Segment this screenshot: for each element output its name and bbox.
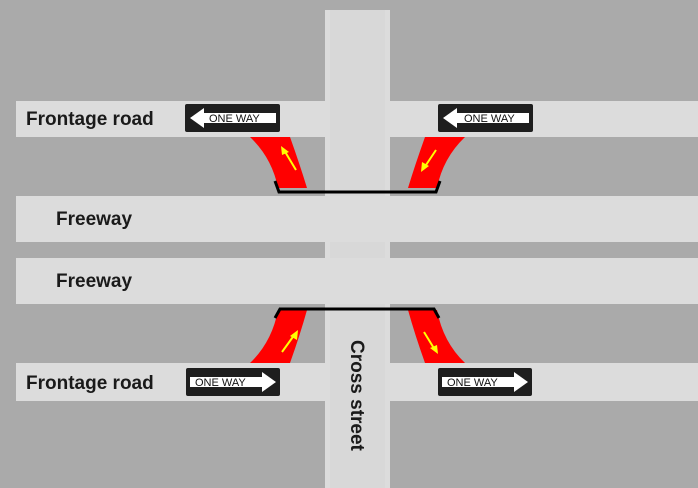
freeway-upper [16,196,698,242]
bridge-edge-bottom [273,307,441,319]
ramp-direction-arrow-icon [281,146,297,171]
left-arrow-sign-icon [190,108,276,128]
freeway-lower-label: Freeway [56,271,132,292]
ramp-bottom-left [250,310,307,363]
freeway-upper-label: Freeway [56,209,132,230]
cross-street-texture [330,10,385,488]
one-way-sign: ONE WAY [186,368,280,396]
ramp-top-right [408,137,465,188]
left-arrow-sign-icon [443,108,529,128]
ramp-bottom-right [408,310,465,363]
one-way-sign: ONE WAY [438,104,533,132]
one-way-sign: ONE WAY [185,104,280,132]
one-way-sign: ONE WAY [438,368,532,396]
frontage-road-top-label: Frontage road [26,109,154,130]
cross-street [325,10,390,488]
one-way-sign-text: ONE WAY [209,113,260,125]
ramp-direction-arrow-icon [423,331,438,354]
freeway-lower [16,258,698,304]
cross-street-label: Cross street [346,340,367,452]
one-way-sign-text: ONE WAY [464,113,515,125]
bridge-edge-top [273,180,442,194]
right-arrow-sign-icon [442,372,528,392]
frontage-road-bottom-label: Frontage road [26,373,154,394]
right-arrow-sign-icon [190,372,276,392]
one-way-sign-text: ONE WAY [195,377,246,389]
ramp-direction-arrow-icon [281,330,298,353]
one-way-sign-text: ONE WAY [447,377,498,389]
ramp-top-left [250,137,307,188]
ramp-direction-arrow-icon [421,149,437,172]
